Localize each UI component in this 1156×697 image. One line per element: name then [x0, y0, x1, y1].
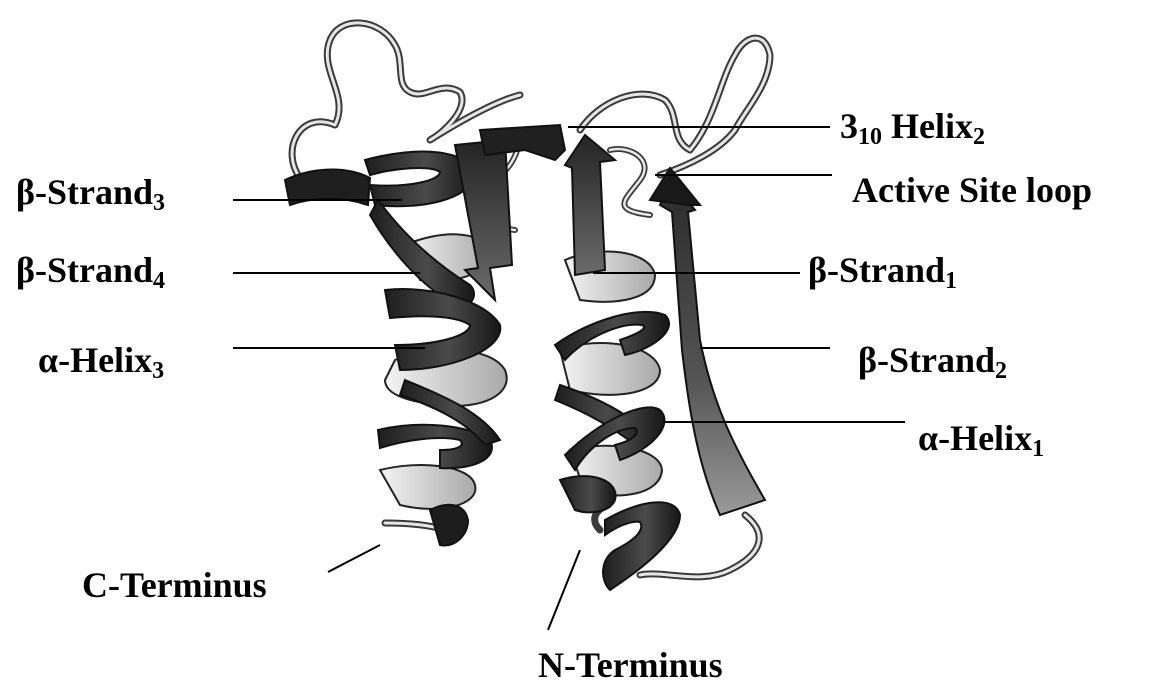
beta-strand-2-group	[650, 168, 765, 515]
top-bridge-ribbon	[480, 125, 565, 160]
central-strands	[455, 125, 565, 300]
right-helix-turn-4	[560, 476, 616, 512]
label-c-terminus: C-Terminus	[82, 565, 267, 605]
active-site-loop	[610, 149, 650, 215]
leader-c-terminus	[328, 545, 380, 572]
label-310-helix2: 310 Helix2	[840, 106, 985, 146]
label-alpha-helix-1: α-Helix1	[918, 418, 1044, 458]
label-active-site-loop: Active Site loop	[852, 170, 1092, 210]
label-beta-strand-1: β-Strand1	[808, 250, 957, 290]
label-beta-strand-2: β-Strand2	[858, 340, 1007, 380]
label-beta-strand-3: β-Strand3	[16, 172, 165, 212]
left-helix-end	[430, 505, 468, 546]
label-beta-strand-4: β-Strand4	[16, 250, 165, 290]
coil-loops	[292, 23, 770, 577]
label-alpha-helix-3: α-Helix3	[38, 340, 164, 380]
leader-n-terminus	[548, 550, 580, 630]
label-n-terminus: N-Terminus	[538, 645, 723, 685]
